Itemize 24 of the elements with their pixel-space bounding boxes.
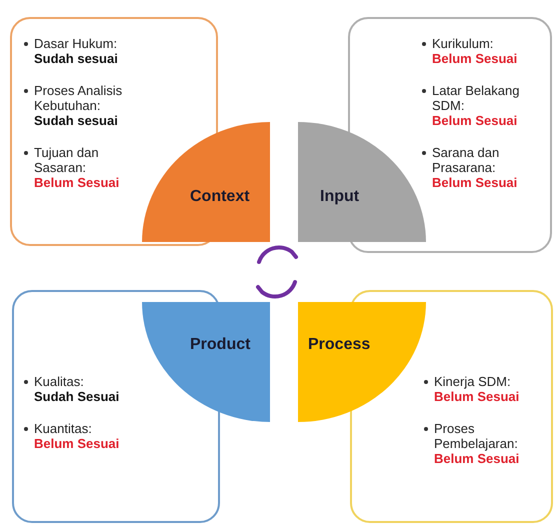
- criterion-text: Latar Belakang SDM:: [432, 83, 520, 113]
- criterion-text: Sarana dan Prasarana:: [432, 145, 500, 175]
- status-text: Belum Sesuai: [432, 113, 518, 128]
- criterion-text: Proses Analisis Kebutuhan:: [34, 83, 122, 113]
- status-text: Sudah Sesuai: [34, 389, 120, 404]
- status-text: Belum Sesuai: [434, 389, 520, 404]
- status-text: Belum Sesuai: [434, 451, 520, 466]
- criterion-text: Dasar Hukum:: [34, 36, 118, 51]
- segment-label: Product: [190, 336, 250, 354]
- criterion-text: Kuantitas:: [34, 421, 92, 436]
- status-text: Sudah sesuai: [34, 113, 119, 128]
- status-text: Sudah sesuai: [34, 51, 119, 66]
- criterion-text: Kurikulum:: [432, 36, 494, 51]
- status-text: Belum Sesuai: [432, 175, 518, 190]
- criterion-text: Kinerja SDM:: [434, 374, 511, 389]
- criterion-text: Kualitas:: [34, 374, 84, 389]
- status-text: Belum Sesuai: [34, 175, 120, 190]
- status-text: Belum Sesuai: [432, 51, 518, 66]
- segment-label: Process: [308, 336, 370, 354]
- status-text: Belum Sesuai: [34, 436, 120, 451]
- criterion-text: Proses Pembelajaran:: [434, 421, 518, 451]
- segment-label: Input: [320, 188, 360, 206]
- criterion-text: Tujuan dan Sasaran:: [34, 145, 99, 175]
- segment-label: Context: [190, 188, 250, 206]
